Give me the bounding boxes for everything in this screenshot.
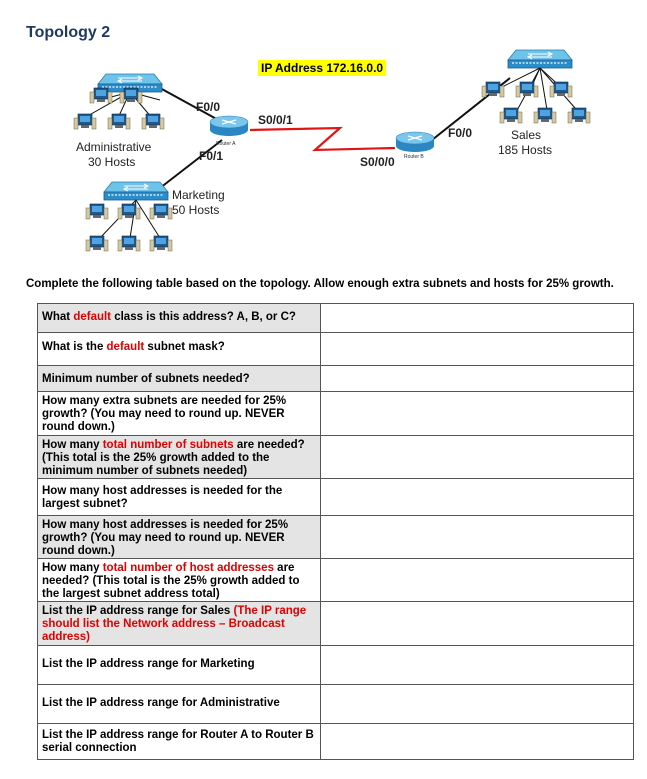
table-row: List the IP address range for Marketing <box>37 645 634 685</box>
question-text: Minimum number of subnets needed? <box>42 373 250 385</box>
table-row: How many host addresses is needed for 25… <box>37 515 634 559</box>
router-b-icon <box>395 131 435 153</box>
link-admin-router-a <box>159 87 223 123</box>
sales-pc-icon <box>533 107 557 124</box>
question-text: How many extra subnets are needed for 25… <box>42 395 287 433</box>
question-text: List the IP address range for Marketing <box>42 658 255 670</box>
question-text: How many total number of subnets are nee… <box>42 439 305 477</box>
marketing-hosts: 50 Hosts <box>172 203 220 217</box>
table-row: What is the default subnet mask? <box>37 332 634 366</box>
table-row: List the IP address range for Administra… <box>37 684 634 724</box>
answer-cell[interactable] <box>320 365 634 392</box>
answer-cell[interactable] <box>320 684 634 724</box>
port-label-s000: S0/0/0 <box>360 155 395 169</box>
port-label-s001: S0/0/1 <box>258 113 293 127</box>
table-row: How many total number of host addresses … <box>37 558 634 602</box>
admin-pc-icon <box>107 113 131 130</box>
table-row: List the IP address range for Sales (The… <box>37 601 634 646</box>
admin-name: Administrative <box>76 140 152 154</box>
subnet-worksheet-table: What default class is this address? A, B… <box>37 303 634 760</box>
marketing-pc-icon <box>117 235 141 252</box>
instruction-text: Complete the following table based on th… <box>26 278 614 290</box>
question-text: What default class is this address? A, B… <box>42 311 296 323</box>
sales-pc-icon <box>549 81 573 98</box>
admin-hosts: 30 Hosts <box>88 155 136 169</box>
sales-hosts: 185 Hosts <box>498 143 553 157</box>
port-label-f01: F0/1 <box>199 149 224 163</box>
page-title: Topology 2 <box>26 24 111 41</box>
port-label-f00-router-a: F0/0 <box>196 100 221 114</box>
answer-cell[interactable] <box>320 303 634 333</box>
answer-cell[interactable] <box>320 478 634 516</box>
serial-link <box>249 126 396 152</box>
admin-pc-icon <box>73 113 97 130</box>
question-text: How many total number of host addresses … <box>42 562 300 600</box>
question-text: List the IP address range for Administra… <box>42 697 280 709</box>
sales-pc-icon <box>499 107 523 124</box>
router-b-label: Router B <box>404 154 424 160</box>
answer-cell[interactable] <box>320 435 634 479</box>
marketing-pc-icon <box>149 235 173 252</box>
question-text: What is the default subnet mask? <box>42 341 225 353</box>
router-a-icon <box>209 115 249 137</box>
table-row: How many extra subnets are needed for 25… <box>37 391 634 436</box>
question-text: How many host addresses is needed for 25… <box>42 519 289 557</box>
table-row: Minimum number of subnets needed? <box>37 365 634 392</box>
marketing-name: Marketing <box>172 188 225 202</box>
sales-pc-icon <box>567 107 591 124</box>
answer-cell[interactable] <box>320 723 634 760</box>
question-text: List the IP address range for Router A t… <box>42 729 314 754</box>
marketing-pc-icon <box>117 203 141 220</box>
sales-pc-icon <box>515 81 539 98</box>
sales-switch-icon <box>507 49 573 69</box>
answer-cell[interactable] <box>320 391 634 436</box>
table-row: How many host addresses is needed for th… <box>37 478 634 516</box>
network-topology-diagram: Router A Router B <box>73 49 591 252</box>
answer-cell[interactable] <box>320 645 634 685</box>
answer-cell[interactable] <box>320 515 634 559</box>
table-row: What default class is this address? A, B… <box>37 303 634 333</box>
admin-pc-icon <box>141 113 165 130</box>
table-row: List the IP address range for Router A t… <box>37 723 634 760</box>
ip-address-note: IP Address 172.16.0.0 <box>258 60 387 76</box>
table-row: How many total number of subnets are nee… <box>37 435 634 479</box>
marketing-switch-icon <box>103 181 169 201</box>
answer-cell[interactable] <box>320 601 634 646</box>
question-text: List the IP address range for Sales (The… <box>42 605 307 643</box>
answer-cell[interactable] <box>320 332 634 366</box>
sales-name: Sales <box>511 128 542 142</box>
port-label-f00-router-b: F0/0 <box>448 126 473 140</box>
router-a-label: Router A <box>216 141 236 147</box>
marketing-pc-icon <box>85 203 109 220</box>
link-marketing-router-a <box>159 139 223 189</box>
marketing-pc-icon <box>149 203 173 220</box>
marketing-pc-icon <box>85 235 109 252</box>
answer-cell[interactable] <box>320 558 634 602</box>
question-text: How many host addresses is needed for th… <box>42 485 283 510</box>
